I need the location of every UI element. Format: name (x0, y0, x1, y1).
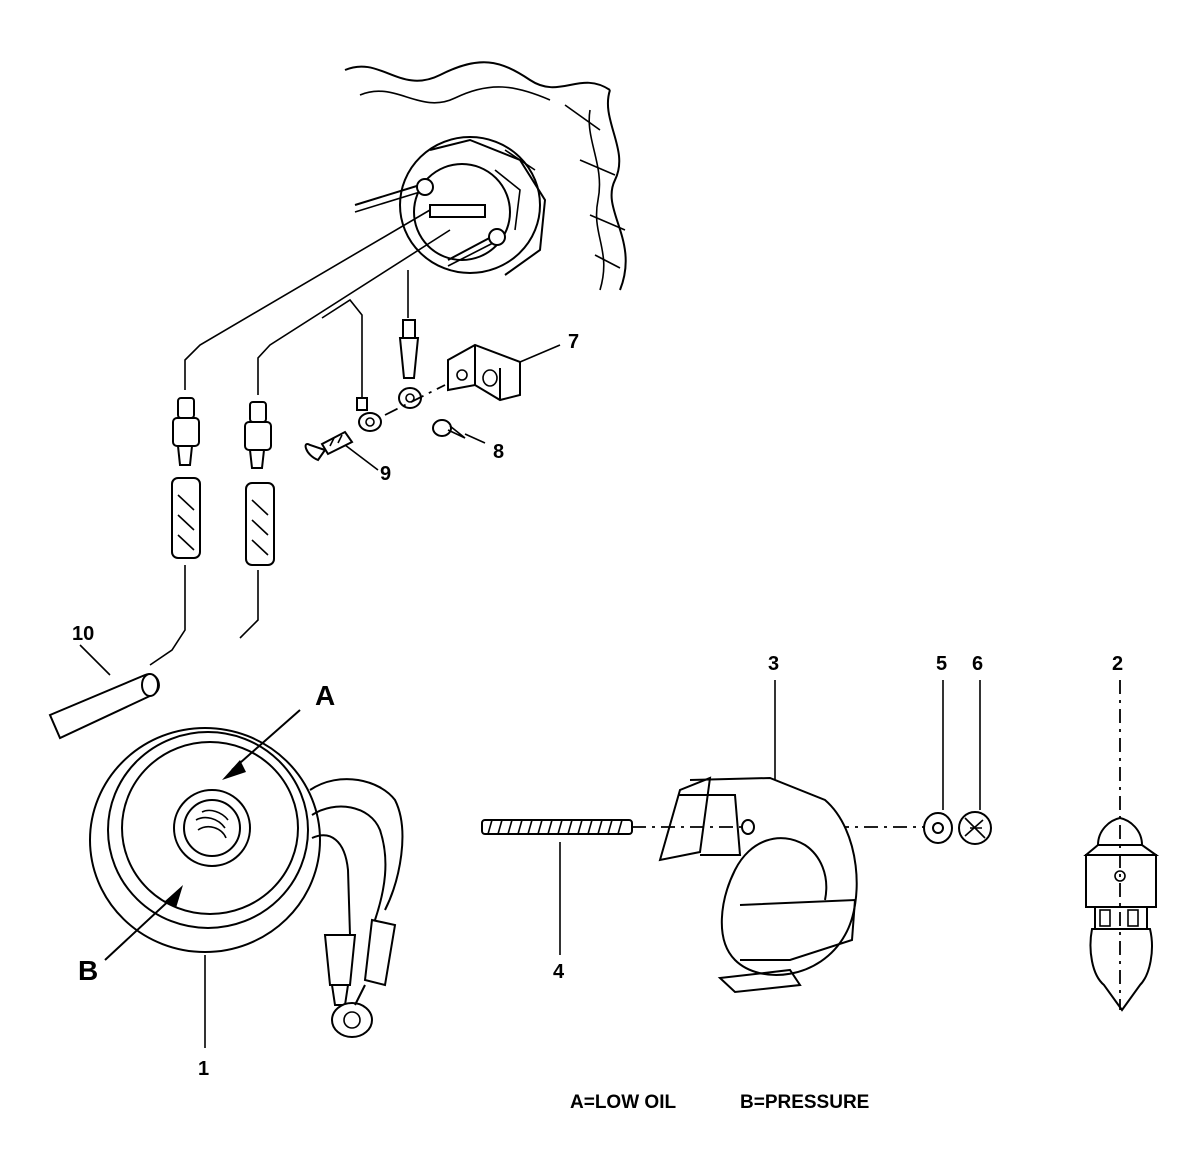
wire-connectors (171, 397, 275, 566)
callout-7: 7 (568, 331, 579, 353)
callout-1: 1 (198, 1058, 209, 1080)
warning-buzzer-part-1 (89, 727, 404, 1038)
bolt-part-9 (304, 430, 379, 471)
engine-block (344, 61, 627, 291)
stud-part-4 (481, 819, 633, 955)
callout-5: 5 (936, 653, 947, 675)
wire-leaders (149, 209, 451, 666)
callout-b: B (78, 955, 98, 986)
legend-low-oil: A=LOW OIL (570, 1092, 676, 1113)
callout-a: A (315, 680, 335, 711)
clamp-part-3 (658, 680, 858, 994)
legend-pressure: B=PRESSURE (740, 1092, 869, 1113)
sender-part-2 (1083, 680, 1160, 1012)
callout-3: 3 (768, 653, 779, 675)
callout-2: 2 (1112, 653, 1123, 675)
tube-part-10 (48, 644, 160, 740)
callout-4: 4 (553, 961, 565, 983)
callout-9: 9 (380, 463, 391, 485)
sender-mount-housing (354, 136, 547, 276)
callout-10: 10 (72, 623, 94, 645)
arrows-ab (104, 709, 301, 961)
callout-8: 8 (493, 441, 504, 463)
bracket-part-7 (447, 343, 561, 402)
washer-part-5 (923, 680, 953, 844)
ring-terminals (356, 319, 446, 432)
screw-part-8 (432, 419, 486, 444)
callout-6: 6 (972, 653, 983, 675)
nut-part-6 (958, 680, 992, 845)
